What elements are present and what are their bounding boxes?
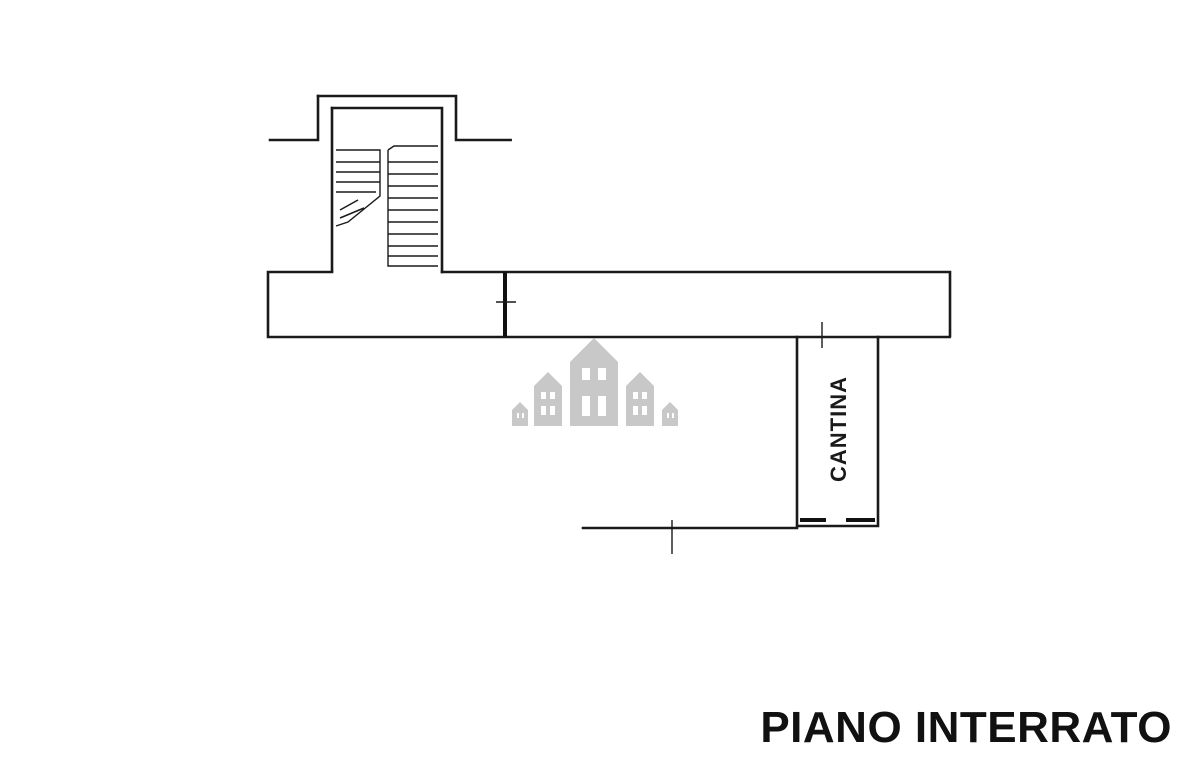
ground-line [581,520,799,554]
room-label-cantina: CANTINA [826,376,851,482]
stair-treads-left [336,161,380,219]
houses-logo-icon [512,338,678,426]
corridor [266,270,952,339]
cantina-room [795,322,880,528]
stair-tower [268,94,514,274]
floor-title: PIANO INTERRATO [760,703,1172,752]
stair-treads-right [388,161,438,257]
staircase [335,145,438,267]
